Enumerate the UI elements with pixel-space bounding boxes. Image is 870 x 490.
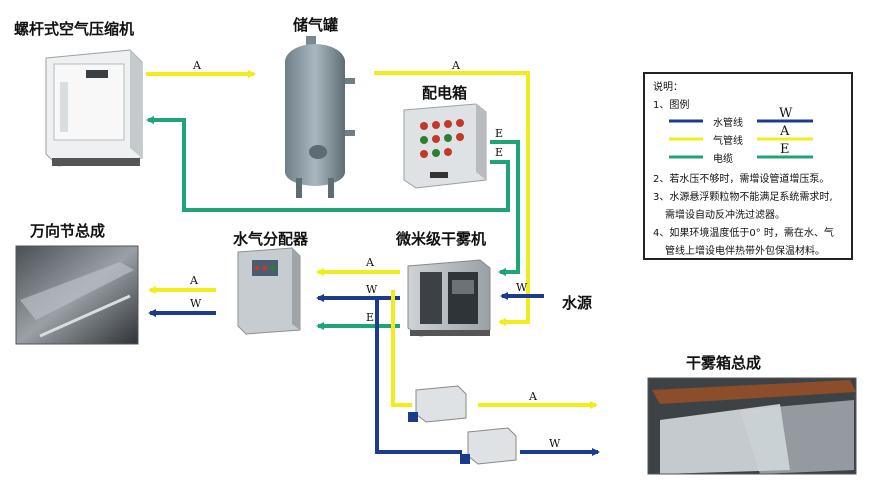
legend-note2: 2、若水压不够时，需增设管道增压泵。 xyxy=(653,174,830,185)
label-e-fogger: E xyxy=(366,311,374,324)
label-w-distributor: W xyxy=(190,297,202,310)
electric-line-panel-compressor xyxy=(146,116,510,212)
label-a-compressor: A xyxy=(192,59,202,72)
legend-note4a: 4、如果环境温度低于0° 时，需在水、气 xyxy=(653,228,834,239)
electric-line-panel-fogger-1 xyxy=(490,140,520,276)
compressor-illustration xyxy=(45,49,143,167)
fogbox-photo xyxy=(647,377,857,475)
joint-photo xyxy=(15,245,139,345)
fogger-illustration xyxy=(407,259,491,337)
label-w-fogger: W xyxy=(366,283,378,296)
label-e-panel-2: E xyxy=(495,146,503,159)
label-w-nozzle: W xyxy=(549,437,561,450)
legend-air-text: 气管线 xyxy=(713,136,743,147)
legend-note3b: 需增设自动反冲洗过滤器。 xyxy=(665,210,785,221)
label-a-nozzle: A xyxy=(528,390,538,403)
label-w-source: W xyxy=(516,281,528,294)
air-line-down-nozzle xyxy=(391,290,412,407)
air-tank-illustration xyxy=(285,36,355,198)
joint-label: 万向节总成 xyxy=(30,222,106,240)
label-a-fogger: A xyxy=(365,256,375,269)
tank-label: 储气罐 xyxy=(293,16,339,34)
water-line-down-nozzle xyxy=(375,300,462,454)
legend-a-letter: A xyxy=(779,124,790,139)
legend-e-letter: E xyxy=(780,142,790,157)
label-a-tank: A xyxy=(451,59,461,72)
legend-title: 说明： xyxy=(653,82,683,93)
control-panel-illustration xyxy=(403,103,487,189)
panel-label: 配电箱 xyxy=(422,84,468,102)
fogbox-label: 干雾箱总成 xyxy=(686,354,762,372)
air-line-tank-fogger xyxy=(374,71,530,326)
fogger-label: 微米级干雾机 xyxy=(396,230,487,248)
legend-item1: 1、图例 xyxy=(653,100,690,111)
legend-box: 说明： 1、图例 水管线 气管线 电缆 2、若水压不够时，需增设管道增压泵。 3… xyxy=(643,72,853,260)
water-source-label: 水源 xyxy=(562,294,593,312)
legend-water-text: 水管线 xyxy=(713,118,743,129)
legend-cable-text: 电缆 xyxy=(713,154,733,165)
distributor-illustration xyxy=(237,247,301,335)
label-e-panel-1: E xyxy=(495,127,503,140)
legend-w-letter: W xyxy=(779,106,793,121)
legend-note3a: 3、水源悬浮颗粒物不能满足系统需求时, xyxy=(653,192,833,203)
legend-swatches: W A E xyxy=(669,106,813,159)
nozzle-box-1 xyxy=(408,385,467,423)
label-a-distributor: A xyxy=(189,274,199,287)
legend-note4b: 管线上增设电伴热带外包保温材料。 xyxy=(665,246,825,257)
compressor-label: 螺杆式空气压缩机 xyxy=(14,20,135,38)
nozzle-box-2 xyxy=(460,427,517,465)
distributor-label: 水气分配器 xyxy=(233,230,309,248)
